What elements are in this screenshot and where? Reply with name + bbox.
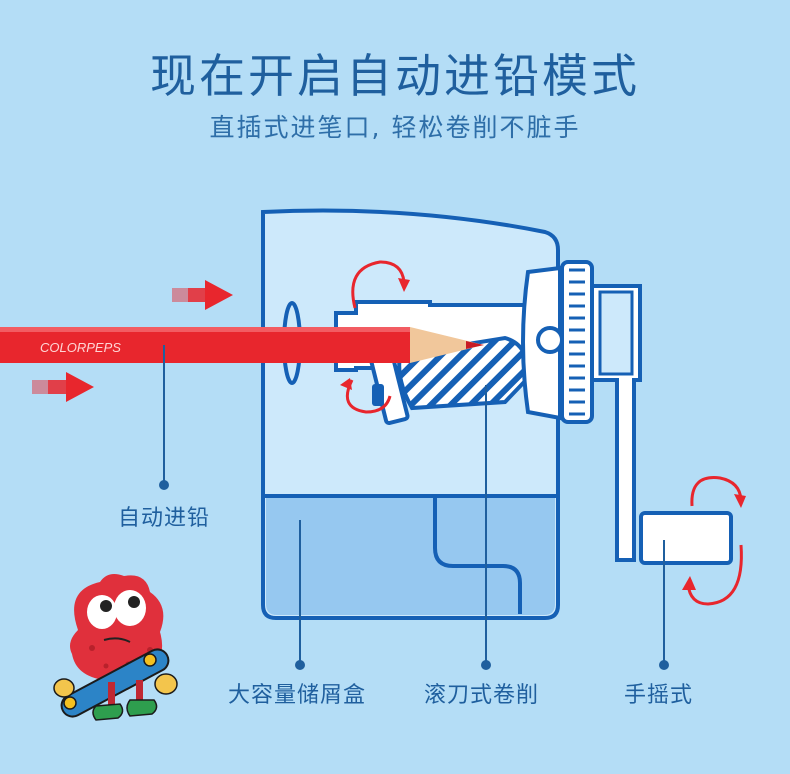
callout-roller-blade: 滚刀式卷削 [424, 683, 540, 708]
crank-rotation-icon [682, 476, 746, 606]
push-arrow-bottom [32, 372, 94, 402]
storage-box [266, 496, 555, 615]
page-title: 现在开启自动进铅模式 [150, 49, 640, 103]
mascot-illustration [53, 574, 178, 721]
callout-auto-feed: 自动进铅 [118, 506, 211, 531]
page-subtitle: 直插式进笔口, 轻松卷削不脏手 [209, 113, 581, 142]
push-arrow-top [172, 280, 233, 310]
crank-handle [639, 511, 733, 565]
callout-storage-box: 大容量储屑盒 [228, 683, 367, 708]
storage-box-inner-wall [433, 498, 522, 614]
pencil-brand: COLORPEPS [40, 340, 121, 355]
callout-hand-crank: 手摇式 [624, 683, 694, 708]
rotation-arrow-icon [340, 260, 410, 414]
red-pencil [0, 327, 484, 363]
